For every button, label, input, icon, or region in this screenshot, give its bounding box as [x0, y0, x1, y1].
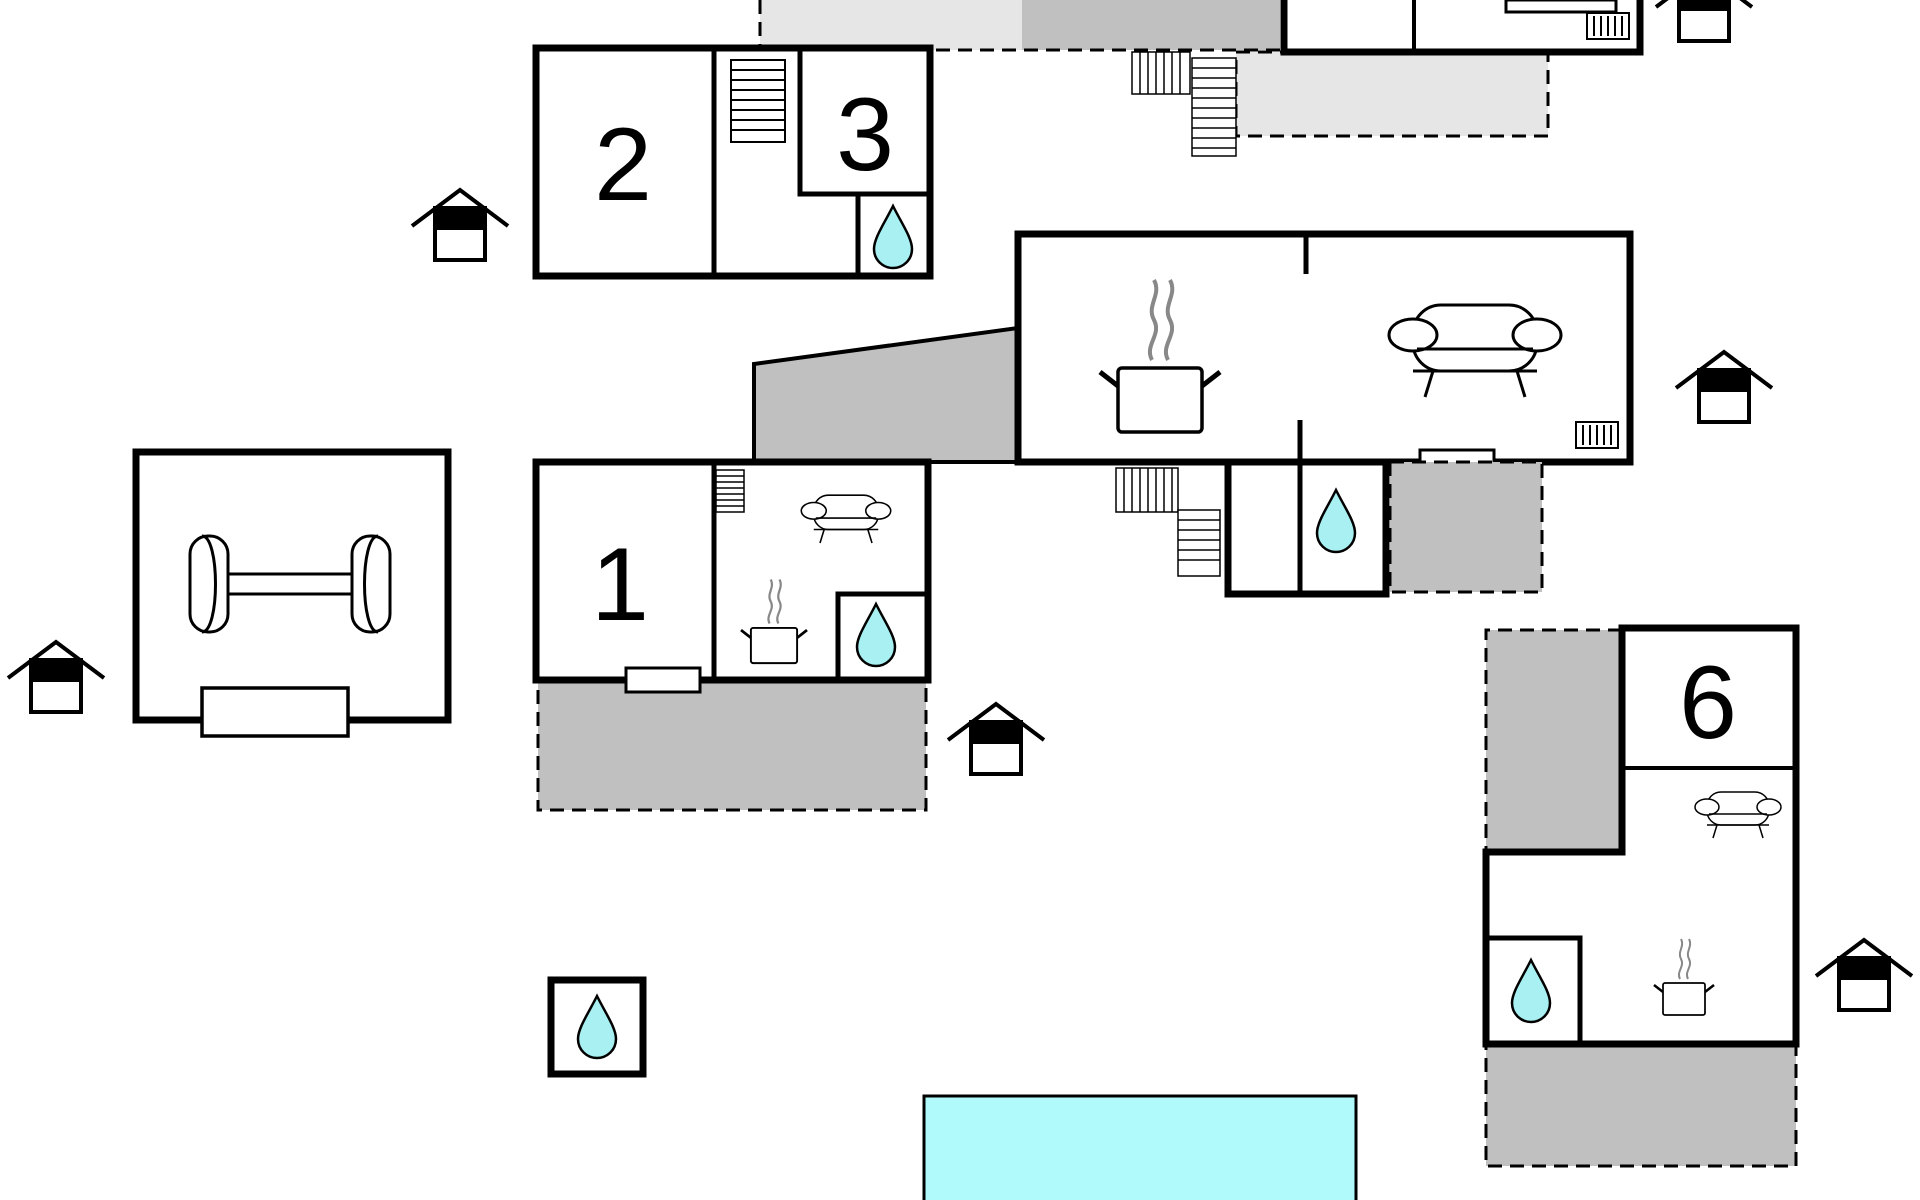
radiator-icon	[1575, 421, 1619, 449]
terrace-room-1	[536, 678, 928, 812]
building-rooms-2-3: 2 3	[532, 44, 934, 280]
radiator-icon	[1586, 12, 1630, 40]
house-orientation-icon	[6, 640, 106, 714]
room-number-1: 1	[591, 527, 649, 643]
window-icon	[200, 686, 350, 738]
house-orientation-icon	[1654, 0, 1754, 43]
stairs-icon	[1131, 51, 1237, 157]
main-bathroom	[1224, 458, 1390, 598]
water-drop-icon	[1510, 958, 1552, 1024]
stairs-icon	[715, 469, 745, 513]
stairs-icon	[1115, 467, 1221, 577]
swimming-pool	[922, 1094, 1358, 1200]
cooking-pot-icon	[1100, 280, 1220, 432]
room-number-3: 3	[836, 77, 894, 193]
water-drop-icon	[855, 602, 897, 668]
house-orientation-icon	[1674, 350, 1774, 424]
side-terrace	[1388, 460, 1544, 594]
sofa-icon	[1694, 791, 1782, 839]
water-drop-icon	[1315, 488, 1357, 554]
sofa-icon	[1387, 303, 1563, 399]
cooking-pot-icon	[1652, 937, 1716, 1017]
house-orientation-icon	[946, 702, 1046, 776]
house-orientation-icon	[1814, 938, 1914, 1012]
main-building	[1014, 230, 1634, 474]
building-room-1: 1	[532, 458, 932, 694]
cooking-pot-icon	[739, 578, 809, 665]
room-number-2: 2	[594, 107, 652, 223]
covered-terrace	[752, 325, 1020, 464]
top-building	[1280, 0, 1644, 56]
stairs-icon	[730, 59, 786, 143]
terrace-room-6	[1484, 628, 1798, 1168]
dumbbell-icon	[188, 534, 392, 634]
room-number-6: 6	[1679, 645, 1737, 761]
house-orientation-icon	[410, 188, 510, 262]
sofa-icon	[800, 494, 892, 544]
top-terraces	[758, 0, 1550, 138]
gym-building	[132, 448, 452, 738]
outdoor-shower	[547, 976, 647, 1078]
window-icon	[624, 666, 702, 694]
water-drop-icon	[872, 204, 914, 270]
building-room-6: 6	[1482, 624, 1800, 1048]
